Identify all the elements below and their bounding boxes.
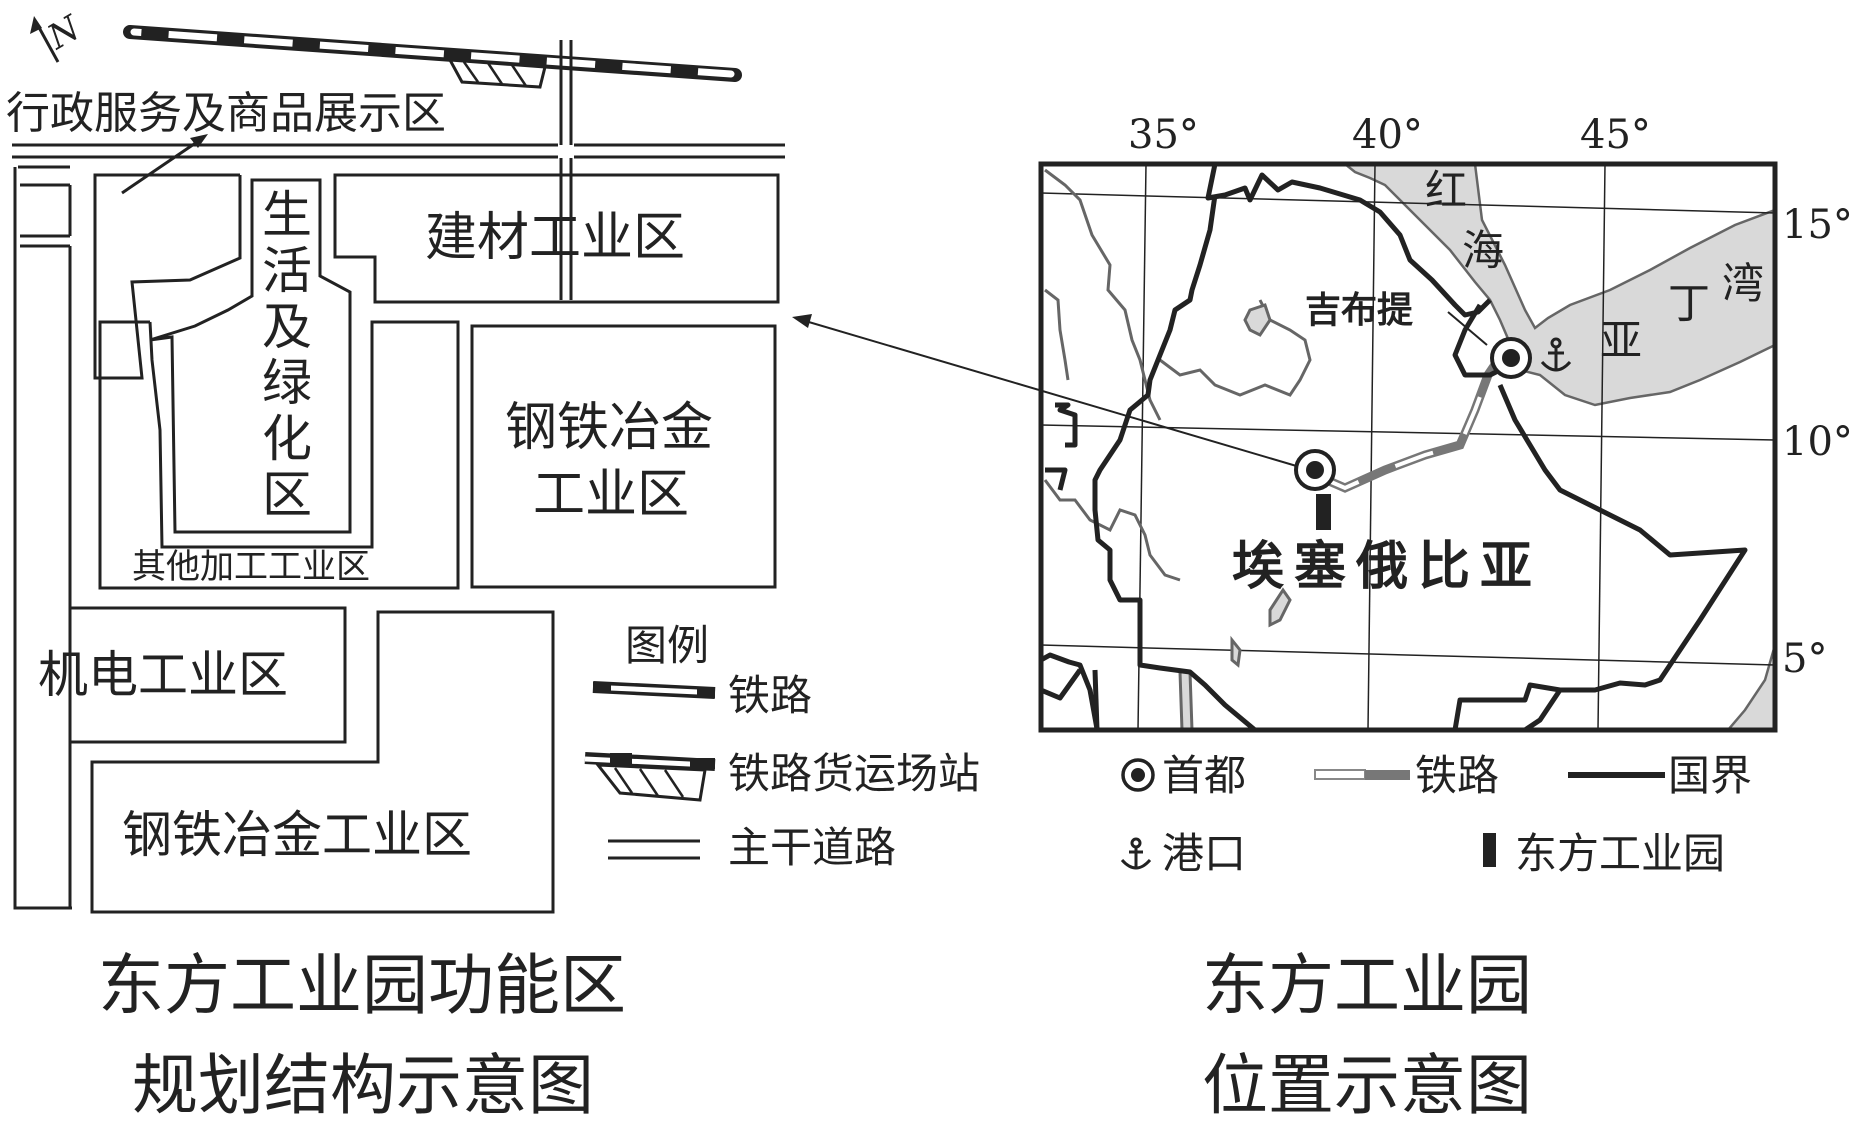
- zone-label-electromechanical: 机电工业区: [38, 646, 288, 704]
- railway-symbol-icon: [592, 681, 716, 699]
- svg-text:活: 活: [262, 242, 312, 300]
- port-anchor-icon: [1540, 337, 1572, 372]
- railway-dash-segment: [140, 26, 169, 41]
- plan-legend-railway-label: 铁路: [728, 671, 812, 720]
- freight-station-symbol-icon: [584, 752, 716, 802]
- zone-building-materials: [333, 173, 780, 304]
- left-road-band: [13, 165, 72, 910]
- svg-text:及: 及: [262, 298, 312, 356]
- plan-legend-title: 图例: [625, 621, 709, 670]
- zone-steel-right: [470, 324, 777, 589]
- map-frame: [1038, 161, 1778, 733]
- gulf-label-2: 丁: [1668, 279, 1710, 328]
- location-map: 35° 40° 45° 15° 10° 5° 红 海 亚 丁 湾 吉布提: [1038, 112, 1853, 1124]
- industrial-park-legend-icon: [1483, 833, 1496, 867]
- map-legend-railway-label: 铁路: [1415, 751, 1499, 800]
- railway-dash-segment: [443, 48, 472, 63]
- map-legend-capital-label: 首都: [1162, 751, 1246, 800]
- main-road-symbol-icon: [608, 839, 700, 860]
- pointer-arrow-to-plan: [792, 314, 1311, 471]
- railway-dash-segment: [292, 37, 321, 52]
- svg-text:区: 区: [262, 466, 312, 524]
- railway-dash-segment: [216, 32, 245, 47]
- country-borders: [1041, 164, 1748, 730]
- zone-label-living-green: 生 活 及 绿 化 区: [262, 186, 312, 524]
- map-legend-park-label: 东方工业园: [1515, 829, 1725, 878]
- map-legend-port-label: 港口: [1162, 829, 1246, 878]
- capital-symbol-icon: [1121, 758, 1155, 792]
- plan-caption-line1: 东方工业园功能区: [98, 947, 626, 1024]
- zone-admin-block: [93, 173, 242, 380]
- zone-label-building-materials: 建材工业区: [425, 208, 685, 268]
- zone-electromechanical: [70, 606, 347, 744]
- railway-dash-segment: [367, 42, 396, 57]
- svg-text:绿: 绿: [262, 354, 312, 412]
- longitude-label-35: 35°: [1128, 112, 1199, 158]
- zone-label-other-processing: 其他加工工业区: [132, 547, 370, 587]
- port-legend-anchor-icon: [1120, 837, 1152, 870]
- gulf-label-3: 湾: [1722, 259, 1764, 308]
- railway-dash-segment: [670, 64, 699, 79]
- railway-line: [123, 25, 742, 82]
- svg-text:化: 化: [262, 410, 312, 468]
- main-road-vertical: [559, 40, 573, 300]
- zone-label-admin: 行政服务及商品展示区: [6, 88, 446, 139]
- red-sea-label-2: 海: [1462, 226, 1504, 275]
- plan-caption-line2: 规划结构示意图: [132, 1047, 594, 1124]
- djibouti-label: 吉布提: [1305, 290, 1413, 331]
- djibouti-leader-line: [1447, 311, 1488, 346]
- railway-dash-segment: [519, 53, 548, 68]
- north-label: N: [40, 8, 88, 59]
- country-label: 埃塞俄比亚: [1232, 537, 1542, 597]
- map-caption-line1: 东方工业园: [1202, 947, 1532, 1024]
- latitude-label-5: 5°: [1782, 636, 1827, 682]
- plan-legend-road-label: 主干道路: [728, 823, 896, 872]
- longitude-label-45: 45°: [1580, 112, 1651, 158]
- map-caption-line2: 位置示意图: [1202, 1047, 1532, 1124]
- longitude-label-40: 40°: [1352, 112, 1423, 158]
- latitude-label-10: 10°: [1782, 419, 1853, 465]
- rivers: [1043, 168, 1312, 730]
- plan-legend-freight-label: 铁路货运场站: [728, 749, 980, 798]
- zone-living-green: [149, 178, 352, 534]
- main-road-horizontal: [12, 143, 785, 159]
- gulf-label-1: 亚: [1600, 316, 1642, 365]
- map-legend: 首都 铁路 国界 港口 东方工业园: [1120, 751, 1752, 878]
- ocean-corner: [1726, 644, 1775, 730]
- admin-pointer-arrow: [121, 134, 208, 195]
- plan-legend: 图例 铁路 铁路货运场站: [584, 621, 980, 872]
- djibouti-capital-icon: [1490, 337, 1532, 379]
- industrial-park-marker-icon: [1316, 494, 1331, 530]
- railway-legend-symbol-icon: [1314, 769, 1410, 780]
- latitude-label-15: 15°: [1782, 202, 1853, 248]
- map-railway: [1320, 340, 1518, 493]
- north-arrow-icon: N: [30, 8, 88, 63]
- zone-steel-bottom: [90, 610, 555, 914]
- sea-area: [1342, 164, 1775, 407]
- plan-diagram: N 行政服务及商品展示区: [6, 8, 1311, 1124]
- freight-station: [447, 58, 547, 89]
- map-legend-border-label: 国界: [1668, 751, 1752, 800]
- zone-label-steel-right-1: 钢铁冶金: [505, 398, 713, 458]
- zone-label-steel-right-2: 工业区: [533, 465, 689, 525]
- zone-label-steel-bottom: 钢铁冶金工业区: [122, 806, 472, 864]
- railway-dash-segment: [594, 59, 623, 73]
- zone-other-processing: [98, 320, 460, 590]
- addis-capital-icon: [1294, 449, 1336, 491]
- red-sea-label-1: 红: [1425, 166, 1467, 215]
- svg-text:生: 生: [262, 186, 312, 244]
